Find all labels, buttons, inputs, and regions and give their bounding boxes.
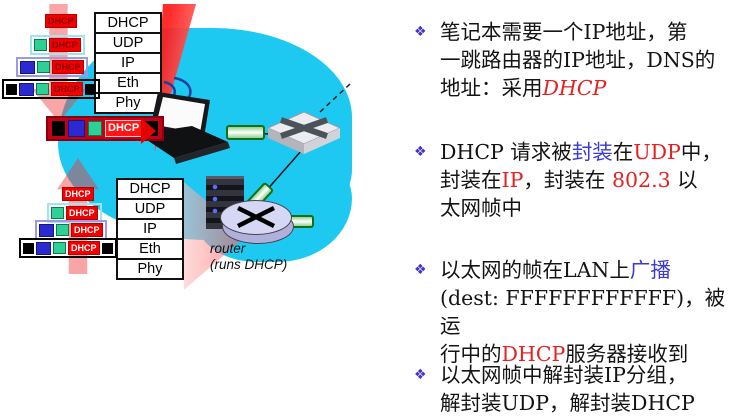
dhcp-mini-label: DHCP [62, 187, 94, 201]
dhcp-mini-label: DHCP [71, 223, 103, 237]
laptop-interface-connector [226, 125, 265, 140]
green-header-block [36, 83, 49, 95]
dhcp-mini-label: DHCP [49, 38, 81, 52]
stack-layer-phy: Phy [118, 260, 182, 278]
router-icon [220, 200, 294, 244]
bullet-item: ❖ 以太网帧中解封装IP分组，解封装UDP，解封装DHCP [410, 361, 730, 417]
packet-dhcp-udp: DHCP [30, 35, 85, 55]
packet-dhcp-udp: DHCP [47, 203, 102, 223]
network-diagram: DHCP UDP IP Eth Phy DHCP UDP IP Eth Phy … [2, 4, 352, 290]
black-header-block [6, 83, 17, 95]
laptop-icon [138, 76, 230, 164]
black-header-block [84, 83, 96, 95]
dhcp-mini-label: DHCP [66, 206, 98, 220]
green-header-block [53, 242, 66, 254]
stack-layer-eth: Eth [96, 74, 160, 94]
bullet-item: ❖ 笔记本需要一个IP地址，第一跳路由器的IP地址，DNS的地址：采用DHCP [410, 18, 730, 102]
stack-layer-phy: Phy [96, 94, 160, 112]
packet-dhcp-udp-ip: DHCP [16, 57, 88, 77]
green-header-block [34, 39, 47, 51]
dashed-uplink [319, 83, 351, 113]
green-header-block [56, 224, 69, 236]
bullet-text: 以太网的帧在LAN上广播(dest: FFFFFFFFFFFF)，被运行中的DH… [440, 258, 726, 366]
router-crossbar-icon [236, 205, 276, 229]
stack-layer-ip: IP [118, 220, 182, 240]
router-label-line2: (runs DHCP) [210, 257, 288, 272]
packet-dhcp-udp-ip: DHCP [35, 220, 107, 240]
blue-header-block [68, 120, 85, 137]
dhcp-mini-label: DHCP [51, 82, 83, 96]
blue-header-block [20, 60, 35, 74]
stack-layer-dhcp: DHCP [118, 180, 182, 200]
packet-dhcp-udp-ip-eth: DHCP [2, 79, 100, 99]
bullet-item: ❖ DHCP 请求被封装在UDP中，封装在IP，封装在 802.3 以太网帧中 [410, 138, 730, 222]
blue-header-block [39, 223, 54, 237]
green-header-block [37, 61, 50, 73]
bullet-text: 笔记本需要一个IP地址，第一跳路由器的IP地址，DNS的地址：采用DHCP [440, 20, 716, 100]
protocol-stack-client: DHCP UDP IP Eth Phy [94, 12, 162, 114]
bullet-text: 以太网帧中解封装IP分组，解封装UDP，解封装DHCP [440, 363, 695, 415]
bullet-list: ❖ 笔记本需要一个IP地址，第一跳路由器的IP地址，DNS的地址：采用DHCP ❖ D… [410, 0, 731, 420]
blue-header-block [19, 82, 34, 96]
stack-layer-udp: UDP [96, 34, 160, 54]
packet-dhcp-udp-ip-eth: DHCP [19, 238, 117, 258]
blue-header-block [36, 241, 51, 255]
dhcp-mini-label: DHCP [52, 60, 84, 74]
bullet-item: ❖ 以太网的帧在LAN上广播(dest: FFFFFFFFFFFF)，被运行中的D… [410, 256, 730, 368]
black-header-block [23, 242, 34, 254]
black-header-block [52, 121, 65, 136]
router-label: router (runs DHCP) [210, 241, 287, 273]
bullet-text: DHCP 请求被封装在UDP中，封装在IP，封装在 802.3 以太网帧中 [440, 140, 722, 220]
packet-dhcp: DHCP [62, 187, 94, 201]
dhcp-mini-label: DHCP [45, 14, 77, 28]
switch-icon [266, 111, 342, 154]
black-header-block [101, 242, 113, 254]
stack-layer-dhcp: DHCP [96, 14, 160, 34]
dhcp-mini-label: DHCP [68, 241, 100, 255]
router-disk-top [220, 200, 292, 235]
bullet-diamond-icon: ❖ [414, 262, 427, 278]
bullet-diamond-icon: ❖ [414, 144, 427, 160]
protocol-stack-server: DHCP UDP IP Eth Phy [116, 178, 184, 280]
bullet-diamond-icon: ❖ [414, 367, 427, 383]
dhcp-mini-label: DHCP [105, 120, 143, 137]
green-header-block [51, 207, 64, 219]
bullet-diamond-icon: ❖ [414, 24, 427, 40]
packet-dhcp: DHCP [45, 14, 77, 28]
stack-layer-ip: IP [96, 54, 160, 74]
router-label-line1: router [210, 241, 246, 256]
green-header-block [88, 121, 102, 136]
stack-layer-udp: UDP [118, 200, 182, 220]
stack-layer-eth: Eth [118, 240, 182, 260]
